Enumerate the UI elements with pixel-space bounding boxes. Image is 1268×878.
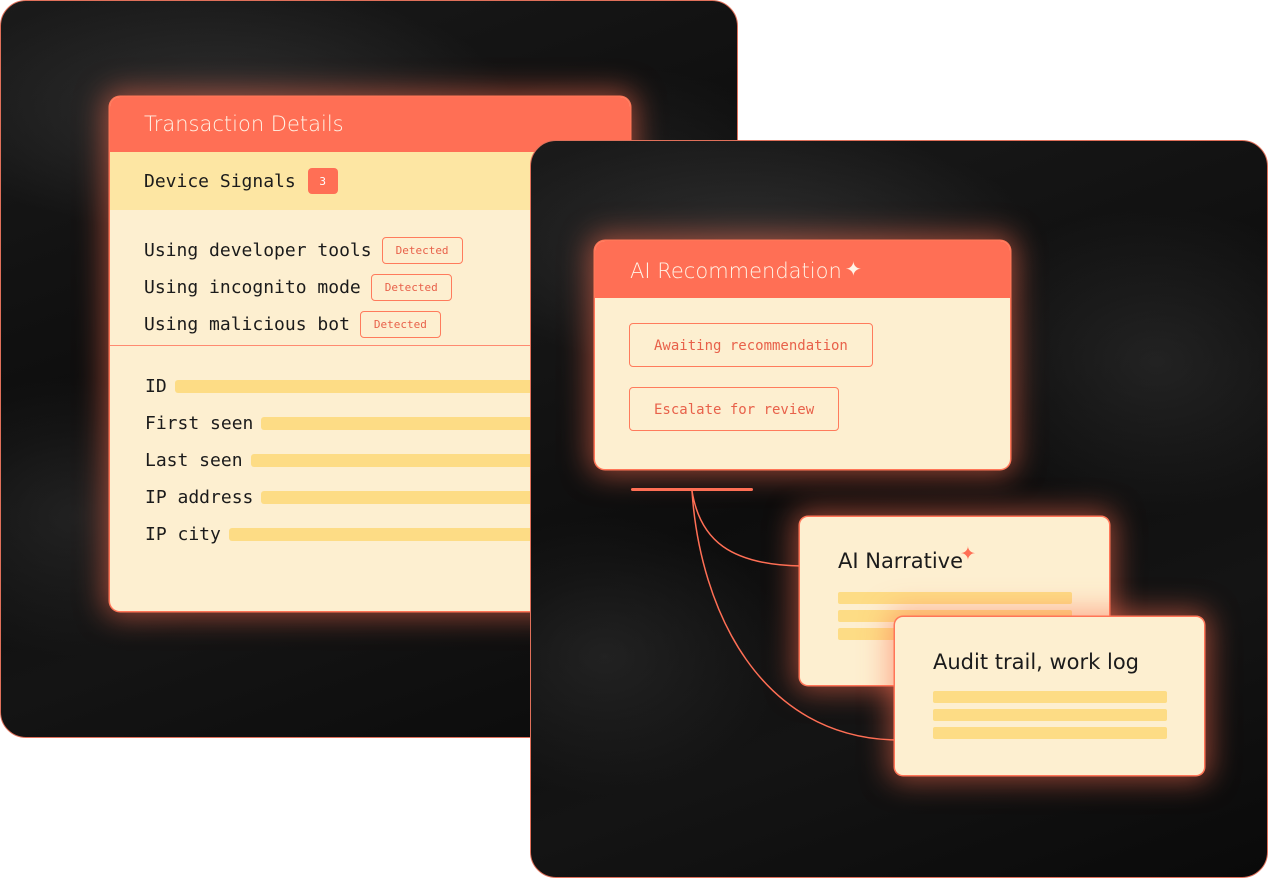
signal-row: Using developer tools Detected [144,232,630,269]
detected-badge: Detected [370,274,452,301]
audit-line-placeholder [933,709,1167,721]
device-signals-label: Device Signals [144,170,296,192]
field-label: First seen [145,413,254,434]
field-value-placeholder [228,528,630,541]
field-label: IP city [145,524,221,545]
connector-divider [631,488,753,491]
ai-narrative-title: AI Narrative [838,549,963,573]
audit-trail-card[interactable]: Audit trail, work log [895,617,1204,775]
field-value-placeholder [174,380,630,393]
field-row-id: ID [145,368,630,405]
sparkle-icon: ✦ [845,257,862,281]
ai-recommendation-title: AI Recommendation [630,259,842,283]
awaiting-recommendation-button[interactable]: Awaiting recommendation [629,323,873,367]
transaction-details-card: Transaction Details Device Signals 3 Usi… [110,97,630,611]
escalate-for-review-button[interactable]: Escalate for review [629,387,840,431]
field-row-ip-city: IP city [145,516,630,553]
signal-row: Using incognito mode Detected [144,269,630,306]
field-label: IP address [145,487,254,508]
audit-line-placeholder [933,727,1167,739]
audit-trail-title: Audit trail, work log [933,650,1140,674]
narrative-line-placeholder [838,592,1072,604]
field-label: ID [145,376,167,397]
signal-label: Using malicious bot [144,314,350,335]
sparkle-icon: ✦ [960,544,976,565]
field-label: Last seen [145,450,243,471]
ai-recommendation-card: AI Recommendation ✦ Awaiting recommendat… [595,241,1010,469]
signal-row: Using malicious bot Detected [144,306,630,343]
signal-label: Using developer tools [144,240,372,261]
device-signals-count-badge: 3 [307,168,338,194]
detected-badge: Detected [359,311,441,338]
detected-badge: Detected [381,237,463,264]
ai-recommendation-header: AI Recommendation ✦ [595,241,1010,298]
signal-label: Using incognito mode [144,277,361,298]
audit-line-placeholder [933,691,1167,703]
device-signals-list: Using developer tools Detected Using inc… [110,210,630,346]
